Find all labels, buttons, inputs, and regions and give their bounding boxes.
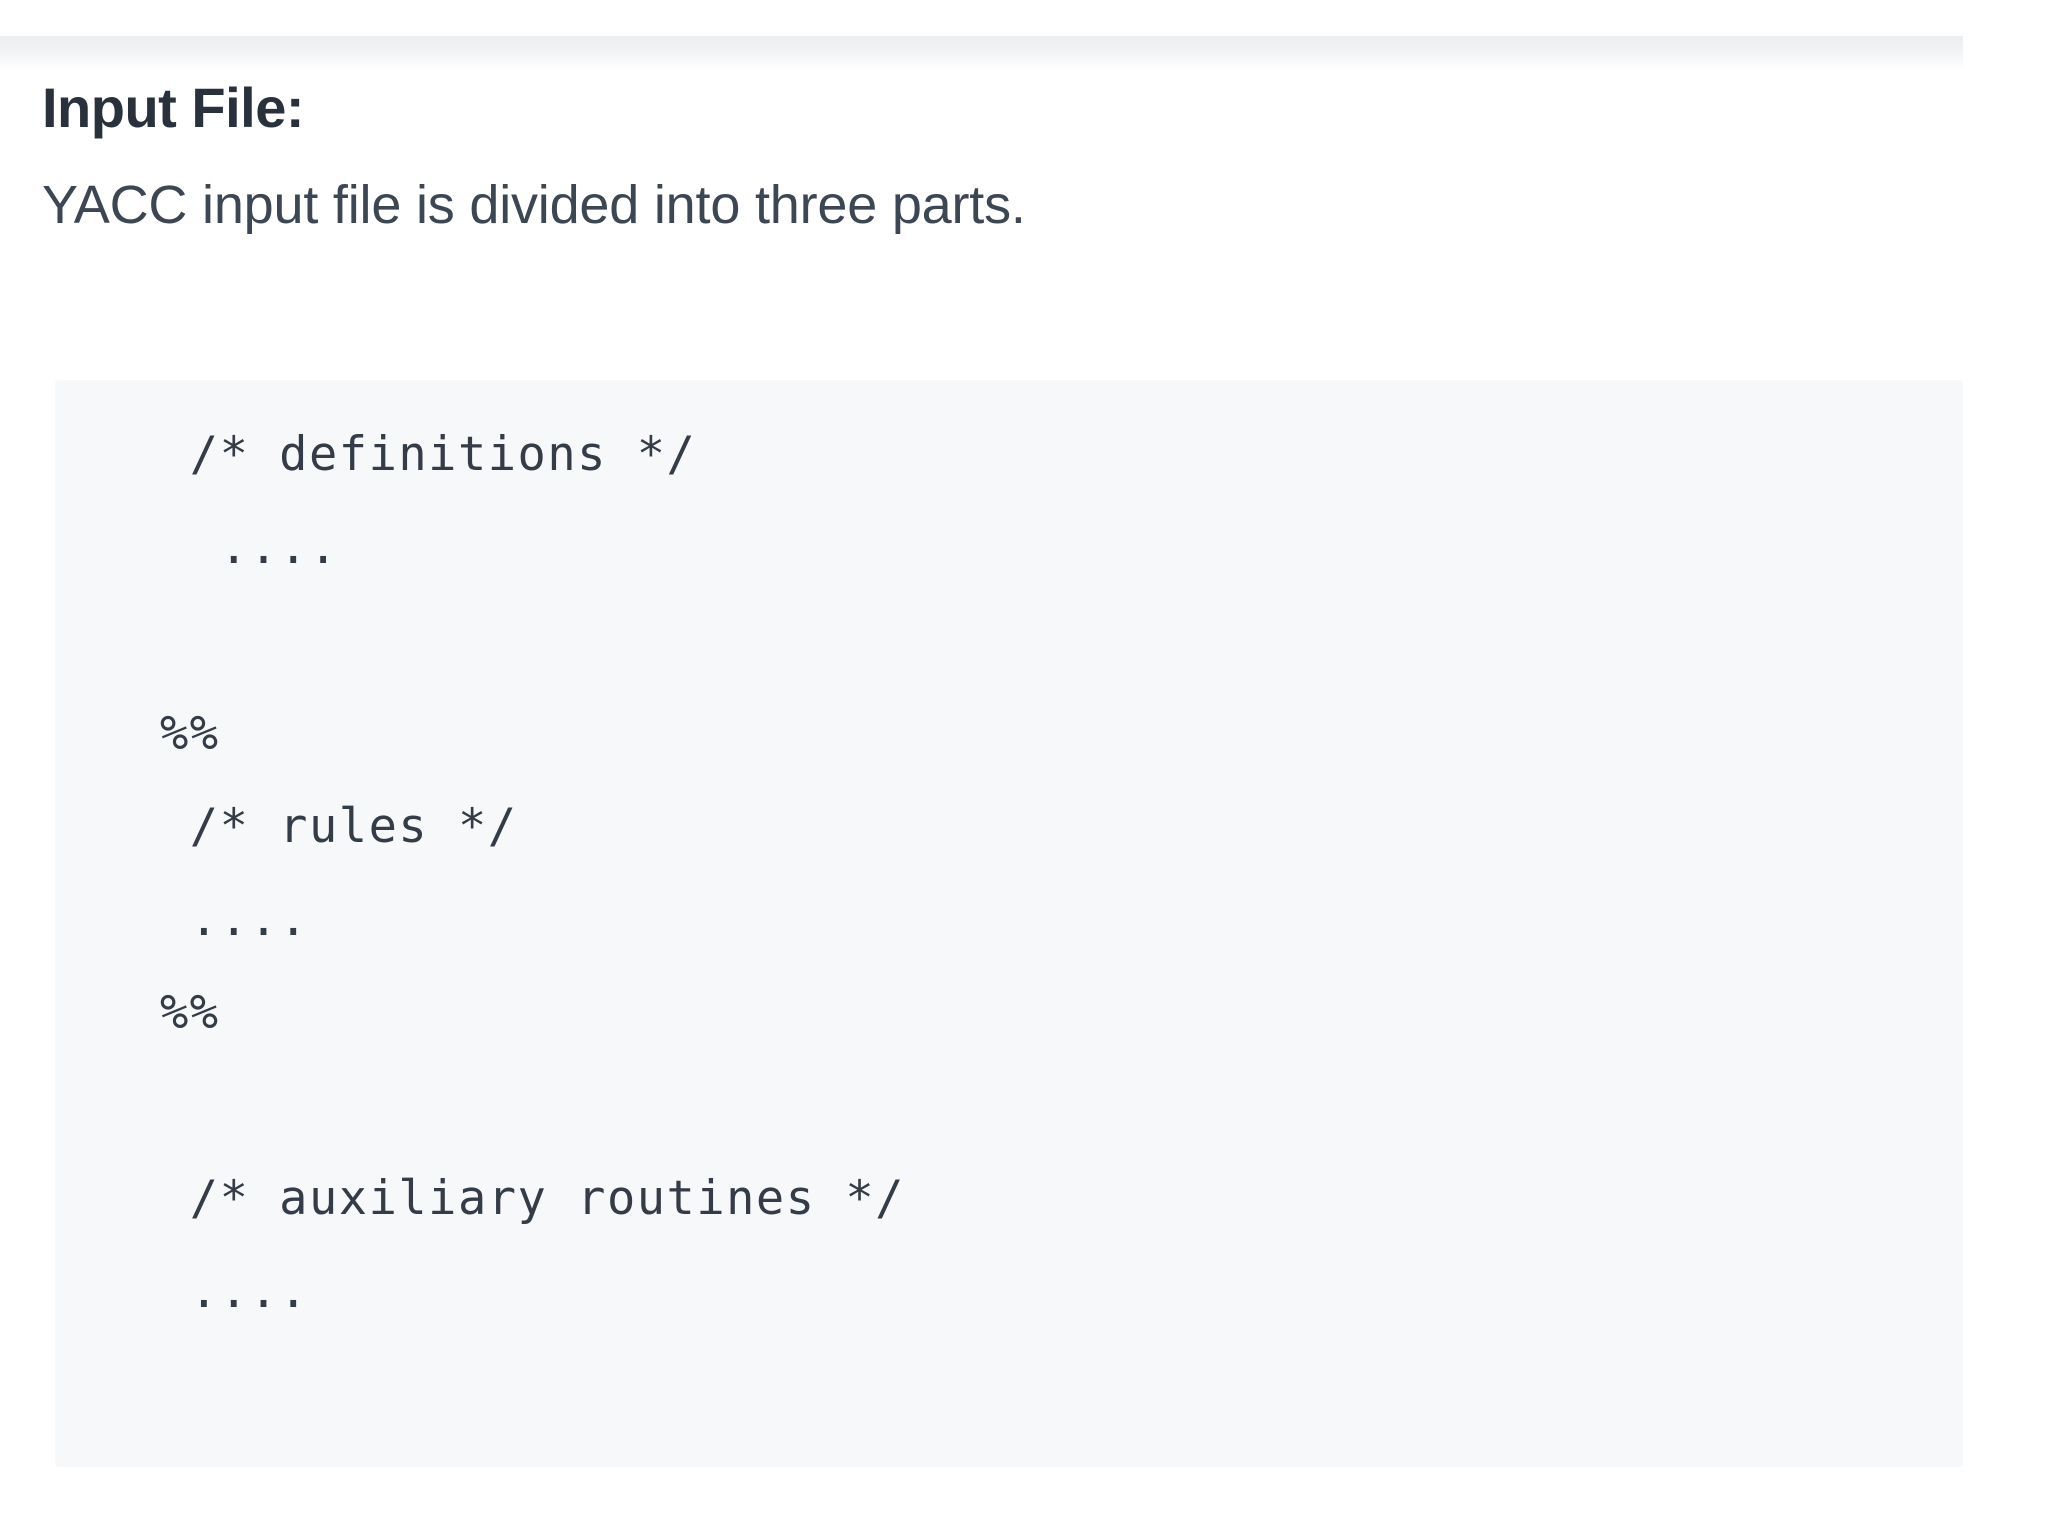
code-block: /* definitions */ .... %% /* rules */ ..… (55, 380, 1963, 1467)
top-divider-band (0, 36, 1963, 70)
page-subtitle: YACC input file is divided into three pa… (42, 175, 1026, 235)
code-content: /* definitions */ .... %% /* rules */ ..… (160, 427, 905, 1319)
page-title: Input File: (42, 75, 305, 139)
